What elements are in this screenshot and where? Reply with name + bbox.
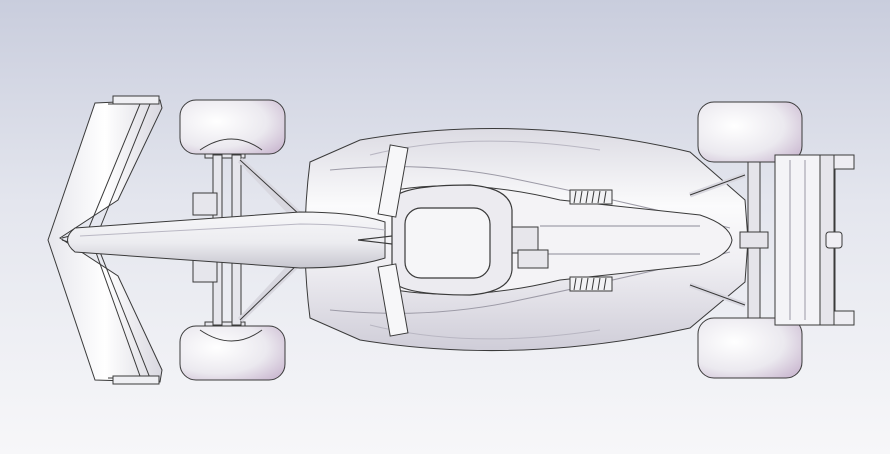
rear-wing[interactable] xyxy=(774,154,855,326)
front-left-tire[interactable] xyxy=(179,99,286,155)
nose-cone[interactable] xyxy=(67,211,386,269)
cockpit-halo[interactable] xyxy=(357,184,513,296)
rear-right-tire[interactable] xyxy=(697,317,803,379)
rear-suspension xyxy=(689,159,769,321)
cooling-louvres-bottom xyxy=(569,276,613,292)
sidepod-inlets xyxy=(377,144,409,337)
rear-left-tire[interactable] xyxy=(697,101,803,163)
cooling-louvres-top xyxy=(569,189,613,205)
front-right-tire[interactable] xyxy=(179,325,286,381)
